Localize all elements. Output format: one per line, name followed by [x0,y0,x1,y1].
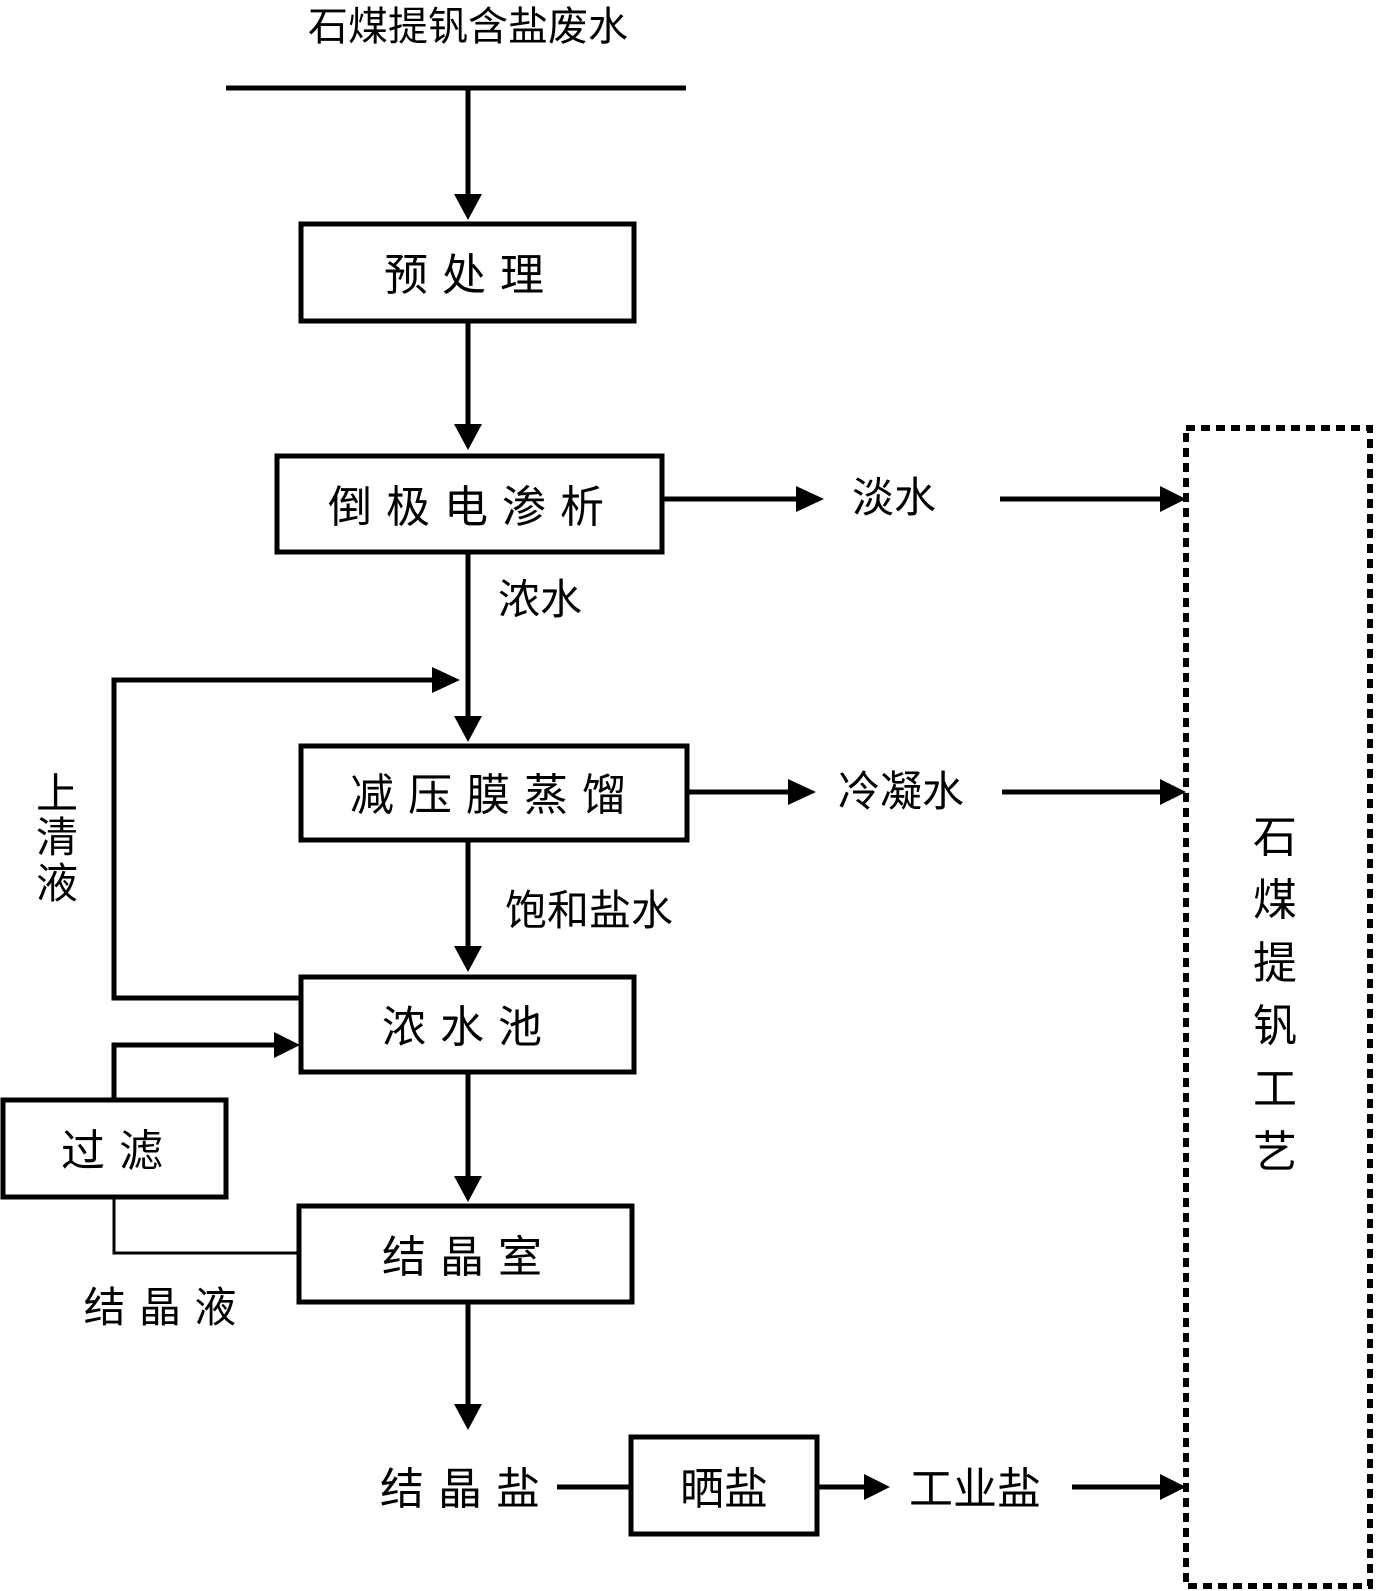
pool-label: 浓 水 池 [382,1002,542,1053]
arrowhead [454,1404,482,1430]
crystal-salt-label: 结 晶 盐 [380,1464,540,1515]
side-process-char-5: 工 [1253,1064,1297,1115]
arrowhead [796,486,824,512]
arrowhead [864,1474,890,1500]
concentrate-label: 浓水 [498,575,582,624]
vmd-label: 减 压 膜 蒸 馏 [350,770,626,821]
arrowhead [454,1176,482,1202]
arrowhead [1160,779,1186,805]
filter-box [0,1097,229,1200]
crystal-liquid-line [112,1197,299,1255]
edr-label: 倒 极 电 渗 析 [328,482,604,533]
filter-to-pool-line [111,1042,276,1100]
side-process-char-4: 钒 [1253,1001,1297,1052]
arrowhead [454,946,482,972]
crystal-room-box [296,1203,635,1305]
side-process-char-2: 煤 [1253,875,1297,926]
industrial-salt-label: 工业盐 [909,1464,1041,1515]
edr-box [274,453,665,555]
sun-salt-label: 晒盐 [680,1464,768,1515]
arrowhead [788,779,816,805]
supernatant-label-1: 上 [36,769,78,818]
side-process-char-6: 艺 [1253,1127,1297,1178]
pretreat-label: 预 处 理 [384,250,544,301]
crystal-room-label: 结 晶 室 [382,1232,542,1283]
arrowhead [1160,486,1186,512]
supernatant-recycle-line [111,677,434,1001]
fresh-water-label: 淡水 [852,473,936,522]
arrowhead [454,194,482,220]
supernatant-label-2: 清 [36,813,78,862]
source-label: 石煤提钒含盐废水 [308,4,628,50]
supernatant-label-3: 液 [36,859,78,908]
arrowhead [1160,1474,1186,1500]
side-process-char-1: 石 [1253,812,1297,863]
pool-box [298,974,637,1075]
arrowhead [454,716,482,742]
filter-label: 过 滤 [61,1126,163,1177]
arrowhead [432,667,460,693]
vmd-box [298,743,690,843]
arrowhead [274,1032,300,1058]
pretreat-box [298,221,637,324]
side-process-box [1183,425,1373,1589]
arrowhead [454,424,482,450]
brine-label: 饱和盐水 [505,886,673,935]
side-process-char-3: 提 [1253,938,1297,989]
condensate-label: 冷凝水 [838,767,964,816]
crystal-liquid-label: 结 晶 液 [84,1283,237,1332]
